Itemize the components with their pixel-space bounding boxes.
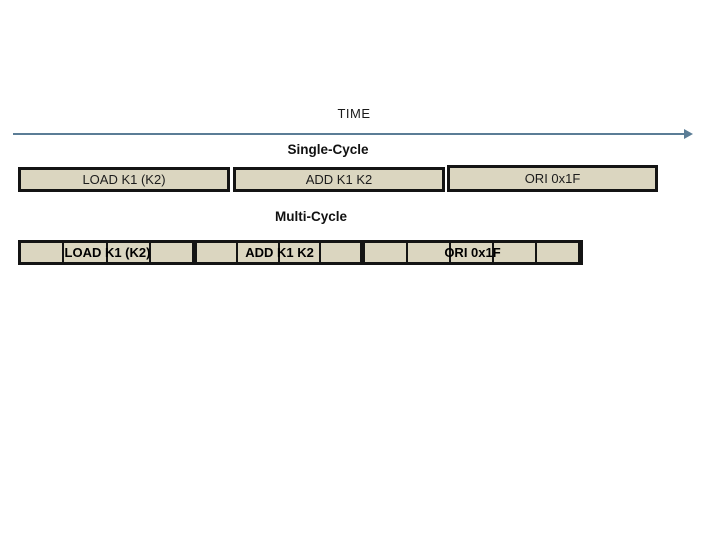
multi-cycle-group: ADD K1 K2 [197, 243, 365, 262]
multi-cycle-stage-cell [408, 243, 451, 262]
multi-cycle-stage-cell [279, 243, 321, 262]
multi-cycle-stage-cell [238, 243, 280, 262]
multi-cycle-stage-cell [21, 243, 65, 262]
time-arrow-shaft [13, 133, 684, 135]
multi-cycle-stage-cell [320, 243, 362, 262]
multi-cycle-stage-cell [107, 243, 151, 262]
multi-cycle-heading: Multi-Cycle [274, 209, 347, 224]
single-cycle-heading: Single-Cycle [287, 142, 369, 157]
multi-cycle-stage-cell [197, 243, 239, 262]
multi-cycle-stage-cell [537, 243, 580, 262]
arrowhead-icon [684, 129, 693, 139]
multi-cycle-group: LOAD K1 (K2) [21, 243, 197, 262]
multi-cycle-group: ORI 0x1F [365, 243, 580, 262]
multi-cycle-stage-cell [150, 243, 194, 262]
single-cycle-box-ori: ORI 0x1F [447, 165, 658, 192]
single-cycle-box-add: ADD K1 K2 [233, 167, 445, 192]
time-axis-label: TIME [337, 106, 371, 121]
multi-cycle-stage-cell [64, 243, 108, 262]
time-arrow [13, 128, 693, 140]
single-cycle-box-load: LOAD K1 (K2) [18, 167, 230, 192]
multi-cycle-stage-cell [365, 243, 408, 262]
multi-cycle-stage-cell [451, 243, 494, 262]
multi-cycle-stage-cell [494, 243, 537, 262]
